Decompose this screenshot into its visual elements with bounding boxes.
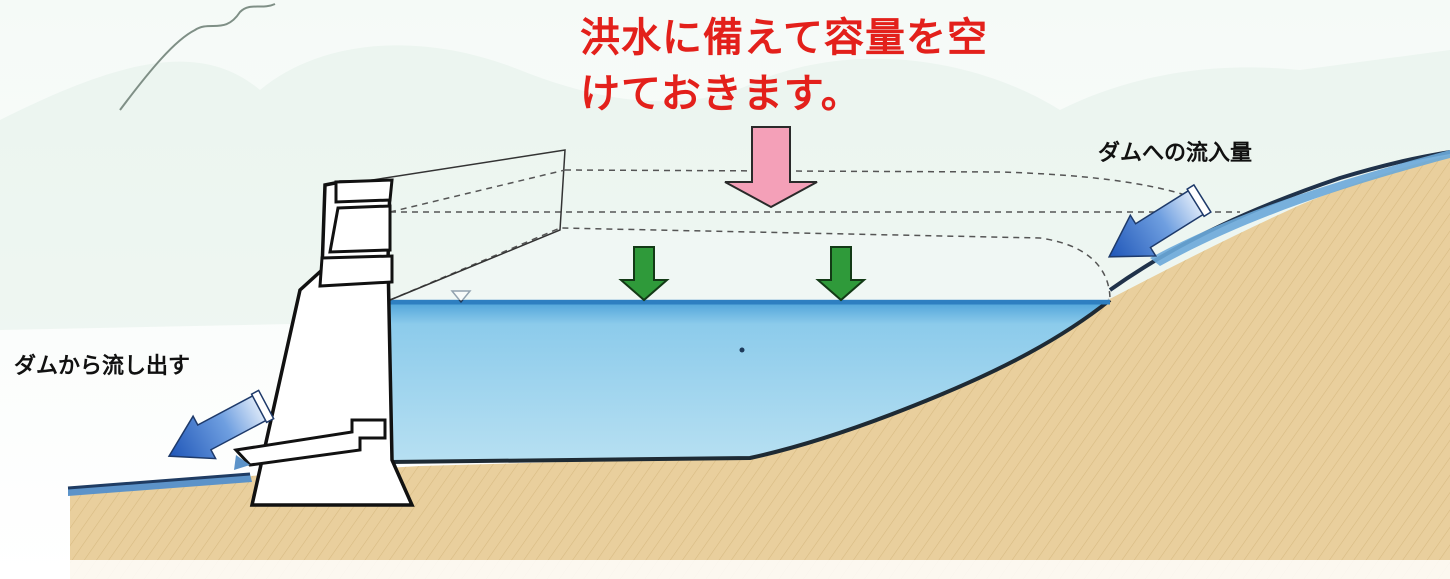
outflow-label: ダムから流し出す (14, 354, 191, 379)
dam-crest-line (389, 169, 566, 213)
headline: 洪水に備えて容量を空 けておきます。 (580, 10, 1060, 122)
dam-upper-section (328, 204, 392, 254)
flood-capacity-outline (389, 227, 1111, 301)
blue-outflow-arrow-icon (167, 389, 275, 460)
ground-base-edge (60, 560, 1450, 579)
green-down-arrow-icon (618, 246, 670, 302)
reservoir-bed (389, 298, 1112, 464)
dam-gate-band (318, 254, 394, 288)
downstream-river (68, 474, 252, 496)
pink-down-arrow-icon (724, 126, 818, 209)
inflow-label: ダムへの流入量 (1098, 141, 1253, 166)
blue-inflow-arrow-icon (1107, 183, 1212, 258)
dam-outlet-pipe (232, 418, 387, 467)
headline-line-2: けておきます。 (580, 71, 862, 117)
dam-top-block (334, 178, 394, 204)
reservoir-water (390, 300, 1110, 462)
dam-crest-outline (339, 149, 566, 301)
dam-pipe-flow (234, 455, 250, 470)
green-down-arrow-icon (815, 246, 867, 302)
ground-hatching (70, 155, 1450, 579)
headline-line-1: 洪水に備えて容量を空 (580, 15, 988, 61)
upstream-river (1150, 150, 1450, 266)
hill-sketch (119, 3, 276, 111)
downstream-river-edge (67, 472, 251, 490)
water-dot (739, 347, 745, 353)
